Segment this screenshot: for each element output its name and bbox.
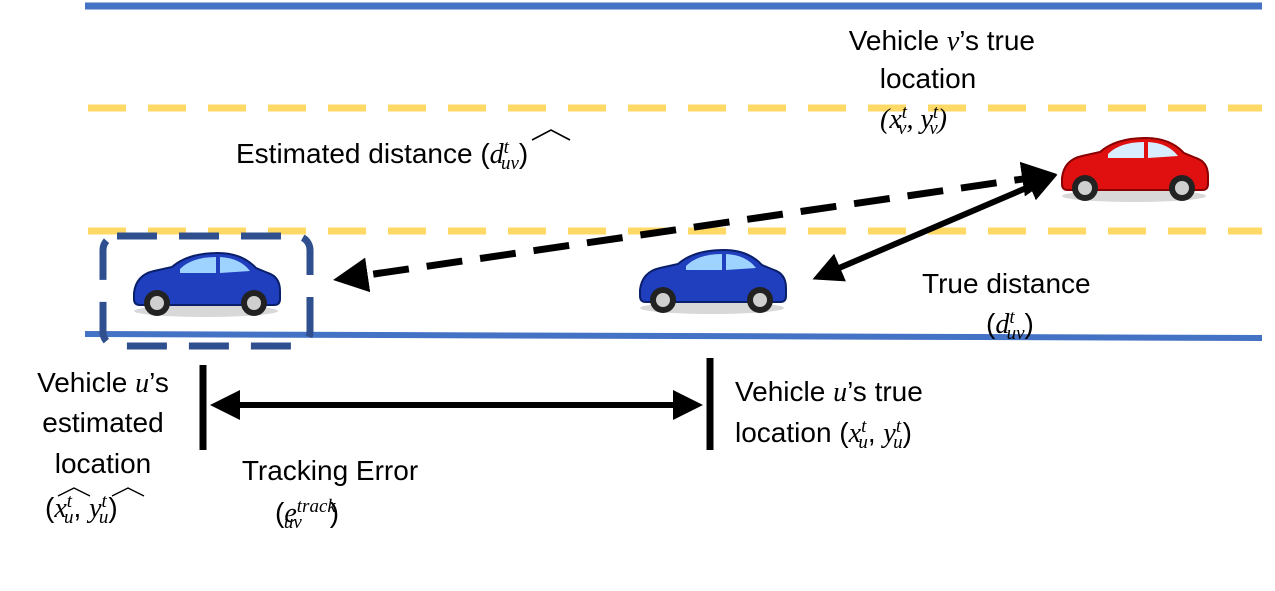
svg-text:Vehicle u’s true: Vehicle u’s true <box>735 376 923 408</box>
svg-text:location (xtu, ytu): location (xtu, ytu) <box>735 416 912 453</box>
svg-text:Vehicle v’s true: Vehicle v’s true <box>849 25 1035 57</box>
true-distance-arrow <box>812 172 1058 282</box>
svg-text:(xtv, ytv): (xtv, ytv) <box>880 102 947 139</box>
svg-text:location: location <box>880 63 977 94</box>
car-v-true-icon <box>1061 136 1209 202</box>
road-bottom-edge <box>84 331 1263 341</box>
svg-text:estimated: estimated <box>42 407 163 438</box>
svg-text:Tracking Error: Tracking Error <box>242 455 418 486</box>
car-u-true-icon <box>639 248 787 314</box>
car-u-estimated-icon <box>133 251 281 317</box>
svg-text:(xtu, ytu): (xtu, ytu) <box>45 491 118 528</box>
svg-text:Vehicle u’s: Vehicle u’s <box>37 367 169 399</box>
svg-text:location: location <box>55 448 152 479</box>
svg-text:True distance: True distance <box>922 268 1091 299</box>
estimated-location-box <box>99 232 314 350</box>
